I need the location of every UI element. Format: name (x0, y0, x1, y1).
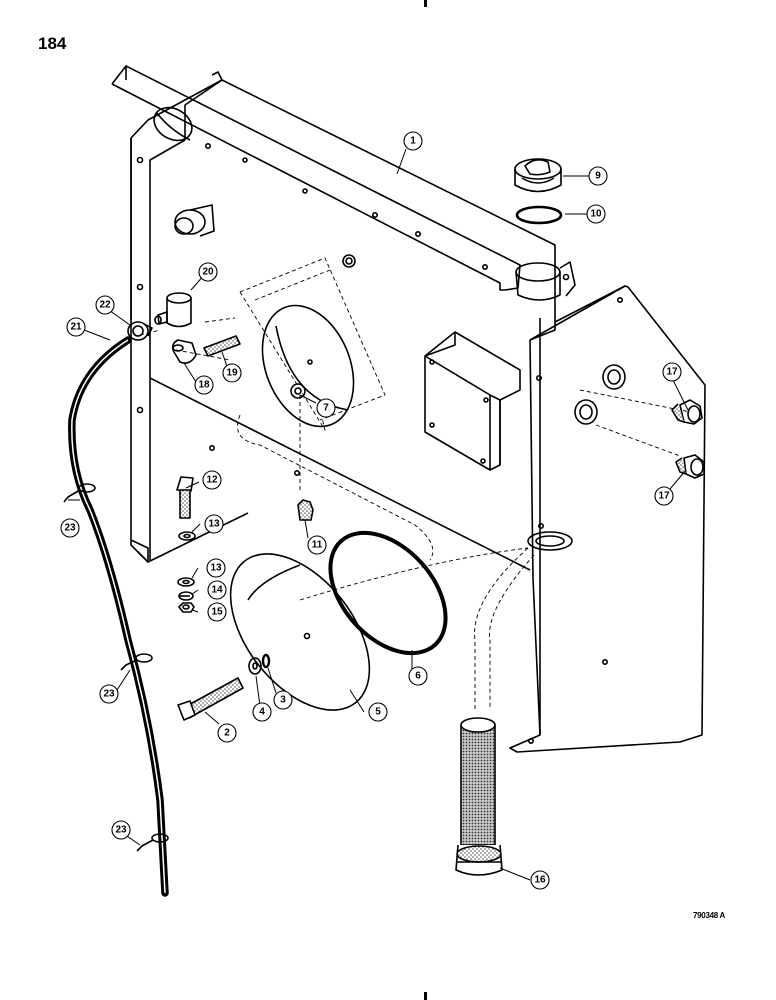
cover-plate-edge (247, 564, 301, 601)
callout-12-circle (202, 470, 222, 490)
hose-21 (68, 336, 169, 897)
callout-13b-circle (206, 558, 226, 578)
callout-23c: 23 (115, 825, 127, 836)
callout-20-circle (198, 262, 218, 282)
callout-22-circle (95, 295, 115, 315)
callout-3: 3 (280, 695, 286, 706)
callout-9-circle (588, 166, 608, 186)
nut-15 (178, 602, 195, 613)
callout-22: 22 (99, 300, 111, 311)
drain-plug (297, 499, 314, 521)
callout-12: 12 (206, 475, 218, 486)
hydraulic-tank (111, 65, 706, 753)
callout-16: 16 (534, 875, 546, 886)
hose-tie-2 (120, 653, 153, 671)
callout-21: 21 (70, 322, 82, 333)
callout-17b-circle (654, 486, 674, 506)
callout-14-circle (207, 580, 227, 600)
callout-14: 14 (211, 585, 223, 596)
callout-2: 2 (224, 728, 230, 739)
callout-17b: 17 (658, 491, 670, 502)
callout-6: 6 (415, 671, 421, 682)
callout-23a-circle (60, 518, 80, 538)
callout-10-circle (586, 204, 606, 224)
page-number: 184 (38, 34, 67, 53)
callout-15-circle (207, 602, 227, 622)
callout-5-circle (368, 702, 388, 722)
callout-19: 19 (226, 368, 238, 379)
callout-3-circle (273, 690, 293, 710)
washer-13a (178, 531, 196, 541)
callout-20: 20 (202, 267, 214, 278)
callout-5: 5 (375, 707, 381, 718)
callout-13a-circle (204, 514, 224, 534)
nipple-19 (203, 335, 241, 357)
plug-17-lower (675, 454, 705, 479)
callout-13b: 13 (210, 563, 222, 574)
washer-4 (248, 657, 262, 675)
stud-12 (176, 476, 194, 519)
clamp-22 (127, 321, 153, 341)
cover-plate (229, 553, 371, 711)
plug-17-upper (671, 399, 703, 425)
bottom-registration-mark (424, 992, 427, 1000)
callout-11: 11 (312, 540, 323, 551)
callout-23a: 23 (64, 523, 76, 534)
callout-1: 1 (410, 136, 416, 147)
filler-cap (514, 158, 562, 193)
elbow-20 (154, 292, 192, 328)
o-ring-3 (261, 653, 271, 669)
o-ring-seal (328, 530, 448, 656)
callout-13a: 13 (208, 519, 220, 530)
callout-21-circle (66, 317, 86, 337)
callout-18-circle (194, 375, 214, 395)
phantom-lines (139, 257, 691, 710)
callout-23b-circle (99, 684, 119, 704)
callout-17a-circle (662, 362, 682, 382)
callout-23b: 23 (103, 689, 115, 700)
hose-tie-1 (63, 483, 96, 503)
leader-lines (68, 148, 689, 881)
callout-16-circle (530, 870, 550, 890)
callout-7: 7 (323, 403, 329, 414)
callout-15: 15 (211, 607, 223, 618)
callout-18: 18 (198, 380, 210, 391)
callout-9: 9 (595, 171, 601, 182)
callout-7-circle (316, 398, 336, 418)
callout-6-circle (408, 666, 428, 686)
filler-o-ring (515, 205, 563, 225)
callout-11-circle (307, 535, 327, 555)
hose-tie-3 (136, 833, 169, 852)
hose-highlight (71, 339, 166, 894)
suction-strainer (455, 717, 503, 876)
lock-washer-14 (178, 591, 194, 601)
cover-bolt (177, 677, 244, 721)
callout-2-circle (217, 723, 237, 743)
callout-4-circle (252, 702, 272, 722)
callout-10: 10 (590, 209, 602, 220)
document-code: 790348 A (693, 911, 725, 920)
callout-23c-circle (111, 820, 131, 840)
callout-1-circle (403, 131, 423, 151)
callout-4: 4 (259, 707, 265, 718)
callout-19-circle (222, 363, 242, 383)
top-registration-mark (424, 0, 427, 7)
washer-13b (177, 577, 195, 587)
callout-17a: 17 (666, 367, 678, 378)
